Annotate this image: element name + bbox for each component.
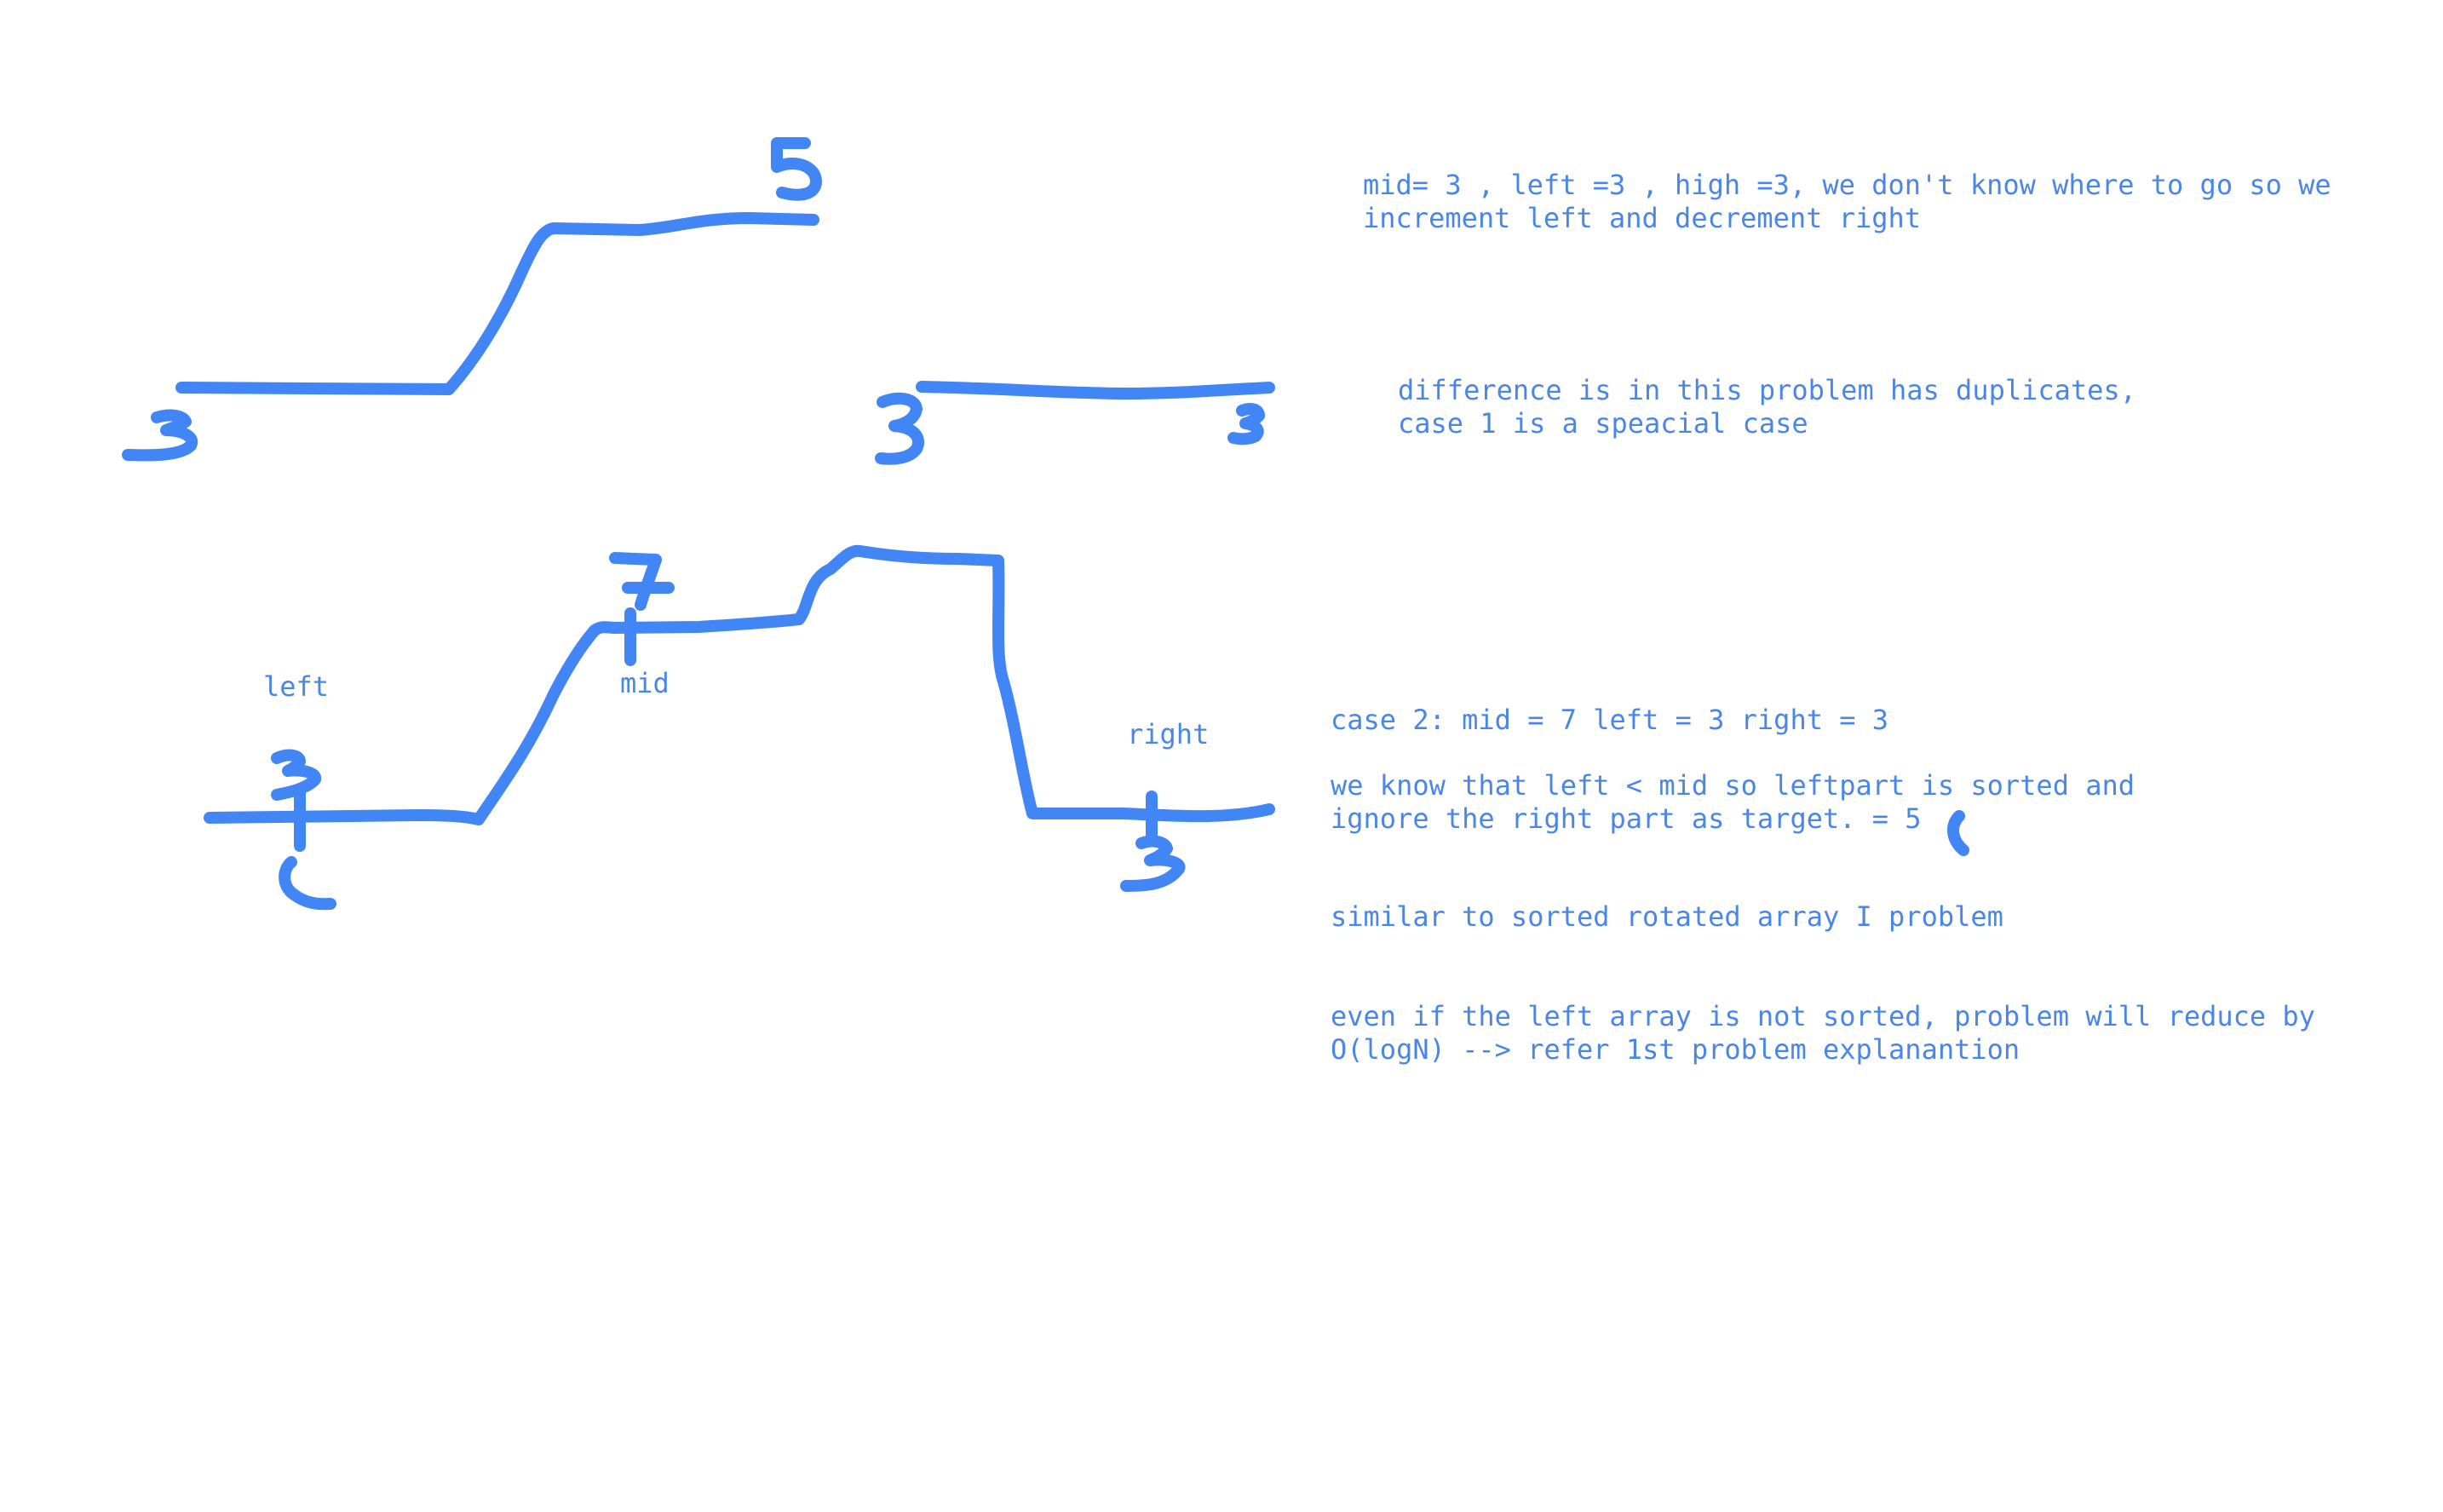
- label-right: right: [1127, 718, 1210, 750]
- difference-note-line1: difference is in this problem has duplic…: [1398, 374, 2136, 406]
- handwritten-digit-3-left-marker: [271, 749, 321, 801]
- handwritten-digit-7: [609, 552, 675, 611]
- handwritten-digit-3-middle: [875, 392, 924, 465]
- even-note-line1: even if the left array is not sorted, pr…: [1331, 1000, 2315, 1032]
- label-left: left: [263, 670, 330, 703]
- case2-note-line2: ignore the right part as target. = 5: [1331, 802, 1922, 835]
- case1-note-line2: increment left and decrement right: [1363, 202, 1922, 234]
- similar-problem-note: similar to sorted rotated array I proble…: [1331, 900, 2003, 933]
- top-right-flat-curve: [916, 381, 1275, 400]
- case2-header: case 2: mid = 7 left = 3 right = 3: [1331, 704, 1889, 736]
- handwritten-digit-3-left: [122, 409, 198, 462]
- handwritten-digit-5: [771, 137, 822, 201]
- difference-note-line2: case 1 is a speacial case: [1398, 407, 1808, 440]
- handwritten-digit-3-right-marker: [1120, 835, 1186, 892]
- case2-note-line1: we know that left < mid so leftpart is s…: [1331, 769, 2135, 802]
- top-left-array-curve: [175, 212, 819, 395]
- rotated-array-curve: [204, 544, 1275, 825]
- label-mid: mid: [620, 667, 670, 699]
- handwritten-digit-2-left-marker: [279, 856, 336, 911]
- even-note-line2: O(logN) --> refer 1st problem explananti…: [1331, 1033, 2021, 1066]
- case1-note-line1: mid= 3 , left =3 , high =3, we don't kno…: [1363, 169, 2331, 201]
- stray-ink-mark: [1947, 810, 1969, 856]
- handwritten-digit-3-right: [1227, 403, 1265, 446]
